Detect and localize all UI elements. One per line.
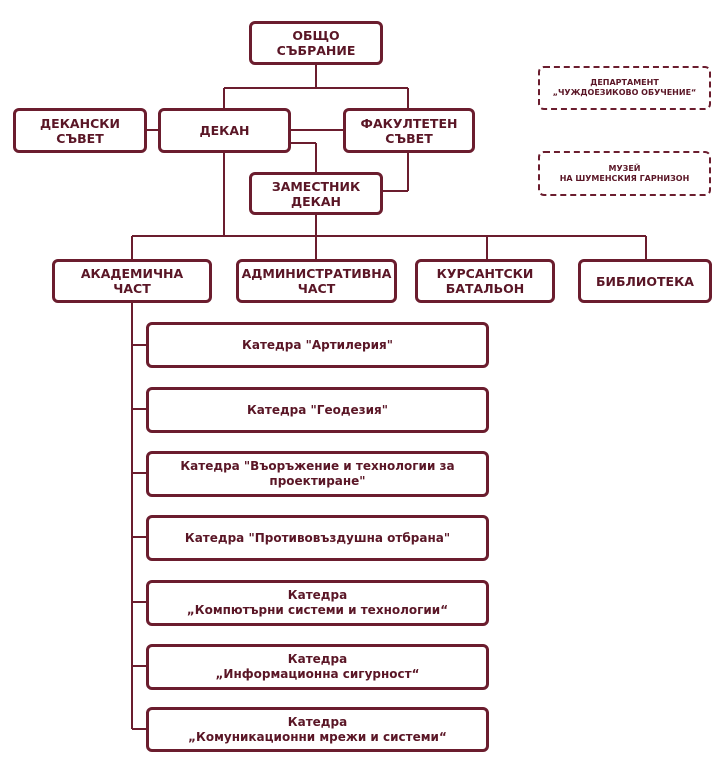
node-deans-council: ДЕКАНСКИ СЪВЕТ — [13, 108, 147, 153]
department-box: Катедра „Информационна сигурност“ — [146, 644, 489, 690]
department-box: Катедра „Компютърни системи и технологии… — [146, 580, 489, 626]
department-box: Катедра „Комуникационни мрежи и системи“ — [146, 707, 489, 752]
node-general-assembly: ОБЩО СЪБРАНИЕ — [249, 21, 383, 65]
department-box: Катедра "Въоръжение и технологии за прое… — [146, 451, 489, 497]
node-administrative-part: АДМИНИСТРАТИВНА ЧАСТ — [236, 259, 397, 303]
department-box: Катедра "Противовъздушна отбрана" — [146, 515, 489, 561]
node-cadet-battalion: КУРСАНТСКИ БАТАЛЬОН — [415, 259, 555, 303]
node-deputy-dean: ЗАМЕСТНИК ДЕКАН — [249, 172, 383, 215]
node-library: БИБЛИОТЕКА — [578, 259, 712, 303]
node-academic-part: АКАДЕМИЧНА ЧАСТ — [52, 259, 212, 303]
node-faculty-council: ФАКУЛТЕТЕН СЪВЕТ — [343, 108, 475, 153]
node-language-department: ДЕПАРТАМЕНТ „ЧУЖДОЕЗИКОВО ОБУЧЕНИЕ“ — [538, 66, 711, 110]
node-museum: МУЗЕЙ НА ШУМЕНСКИЯ ГАРНИЗОН — [538, 151, 711, 196]
department-box: Катедра "Геодезия" — [146, 387, 489, 433]
department-box: Катедра "Артилерия" — [146, 322, 489, 368]
node-dean: ДЕКАН — [158, 108, 291, 153]
